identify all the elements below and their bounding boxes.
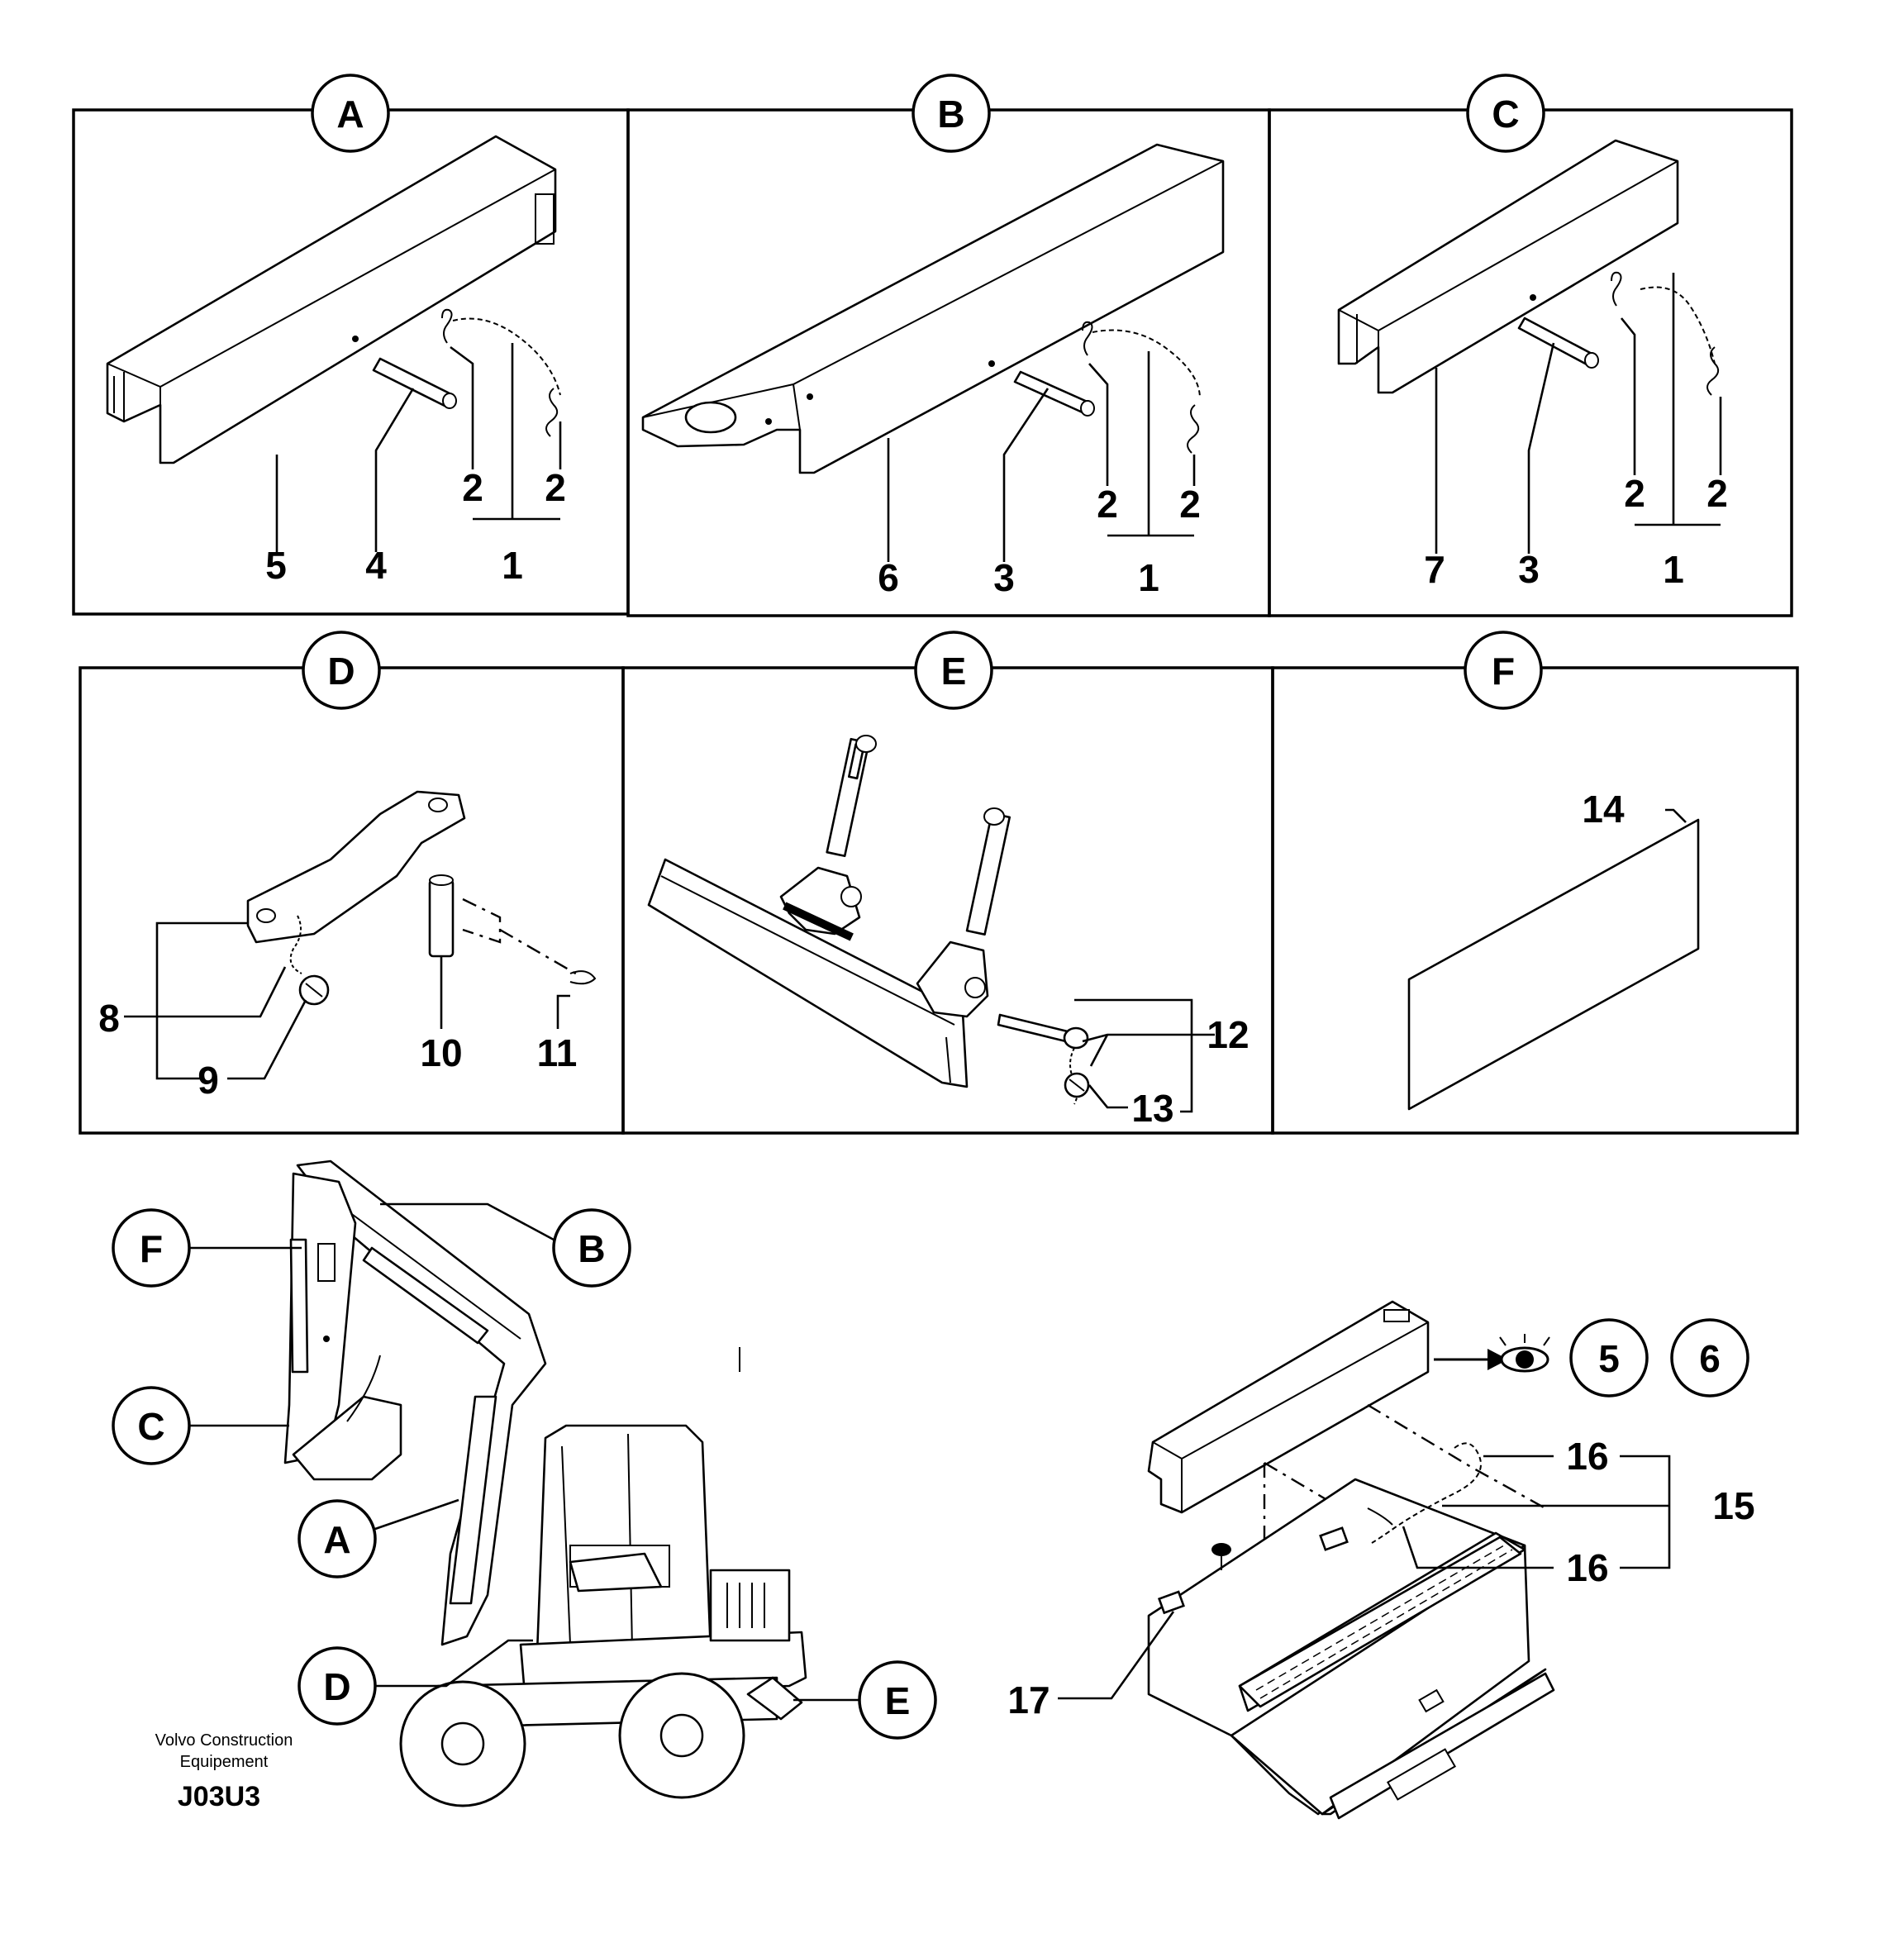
bar-part-8 (246, 790, 466, 944)
panel-c: C 7 3 2 2 1 (1268, 74, 1793, 617)
wheels (399, 1672, 745, 1807)
callout-3: 3 (993, 556, 1015, 599)
callout-2-right-b: 2 (1179, 483, 1201, 526)
credit-block: Volvo Construction Equipement J03U3 (155, 1731, 293, 1812)
callout-7: 7 (1424, 548, 1445, 591)
chain-part-1 (441, 308, 561, 437)
panel-c-label: C (1492, 93, 1519, 136)
callout-1-b: 1 (1138, 556, 1159, 599)
panel-e: E (621, 631, 1274, 1135)
panel-a-badge (311, 74, 390, 153)
callout-15: 15 (1712, 1484, 1754, 1527)
svg-text:5: 5 (1598, 1337, 1620, 1380)
callout-2-left-c: 2 (1624, 472, 1645, 515)
callout-2-right: 2 (545, 466, 566, 509)
callout-1: 1 (502, 544, 523, 587)
storage-box-detail: 5 6 16 15 16 17 (1007, 1300, 1755, 1820)
pin-part-10 (428, 874, 455, 958)
callout-6: 6 (878, 556, 899, 599)
panel-e-badge (914, 631, 993, 710)
panel-c-badge (1466, 74, 1545, 153)
clip-part-11 (462, 898, 597, 985)
excavator-illustration (283, 1159, 807, 1807)
step-grating (1238, 1536, 1522, 1708)
figure-code: J03U3 (178, 1781, 260, 1812)
lift-cylinders (826, 735, 1011, 936)
svg-text:C: C (137, 1405, 164, 1448)
callout-5: 5 (265, 544, 287, 587)
machine-callout-f: F (112, 1208, 302, 1288)
pin-part-4 (372, 357, 457, 409)
callout-4: 4 (365, 544, 387, 587)
panel-b-label: B (937, 93, 964, 136)
callout-13: 13 (1131, 1087, 1173, 1130)
panel-d-badge (302, 631, 381, 710)
knob-part (1211, 1543, 1231, 1570)
channel-part-5 (106, 135, 557, 464)
svg-text:A: A (323, 1518, 350, 1561)
pin-part-3c (1517, 317, 1599, 369)
panel-d-label: D (327, 650, 355, 693)
callout-12: 12 (1207, 1013, 1249, 1056)
pin-part-3 (1013, 370, 1095, 417)
cap-part-13 (1064, 1072, 1090, 1098)
credit-line-1: Volvo Construction (155, 1731, 293, 1750)
dozer-blade (647, 735, 1011, 1088)
ref-5-badge: 5 (1569, 1318, 1649, 1398)
svg-text:D: D (323, 1665, 350, 1708)
svg-text:E: E (885, 1679, 911, 1722)
cap-part-9 (289, 915, 330, 1006)
machine-callout-b: B (380, 1202, 631, 1288)
panel-f: F 14 (1271, 631, 1799, 1135)
pad-part-17 (1157, 1590, 1185, 1615)
machine-callout-d: D (298, 1639, 533, 1726)
callout-11: 11 (537, 1031, 578, 1074)
callout-10: 10 (420, 1031, 462, 1074)
panel-a-label: A (336, 93, 364, 136)
callout-2-left: 2 (462, 466, 483, 509)
callout-16-bottom: 16 (1566, 1546, 1608, 1589)
callout-1-c: 1 (1663, 548, 1684, 591)
panel-a: A 5 4 2 2 1 (72, 74, 630, 616)
chain-part-1b (1082, 321, 1201, 454)
machine-callout-c: C (112, 1386, 289, 1465)
panel-b: B 6 3 2 2 1 (626, 74, 1271, 617)
machine-callout-a: A (298, 1498, 459, 1578)
svg-text:6: 6 (1699, 1337, 1721, 1380)
callout-17: 17 (1007, 1678, 1050, 1721)
machine-callout-e: E (793, 1660, 937, 1740)
boom-part-6 (641, 143, 1225, 474)
svg-text:F: F (140, 1227, 163, 1270)
svg-text:B: B (578, 1227, 605, 1270)
panel-e-label: E (941, 650, 967, 693)
ref-6-badge: 6 (1670, 1318, 1749, 1398)
callout-8: 8 (98, 997, 120, 1040)
eye-icon (1499, 1334, 1550, 1373)
panel-b-badge (912, 74, 991, 153)
decal-part-14 (1407, 818, 1700, 1111)
callout-2-left-b: 2 (1097, 483, 1118, 526)
callout-16-top: 16 (1566, 1435, 1608, 1478)
panel-f-label: F (1492, 650, 1515, 693)
channel-part-7 (1337, 139, 1679, 394)
callout-3-c: 3 (1518, 548, 1540, 591)
panel-d: D 8 9 10 11 (79, 631, 625, 1135)
credit-line-2: Equipement (180, 1753, 269, 1771)
panel-f-badge (1464, 631, 1543, 710)
callout-9: 9 (198, 1059, 219, 1102)
pin-part-12 (997, 1013, 1089, 1105)
callout-2-right-c: 2 (1706, 472, 1728, 515)
chain-part-1c (1611, 271, 1720, 396)
callout-14: 14 (1582, 788, 1625, 831)
